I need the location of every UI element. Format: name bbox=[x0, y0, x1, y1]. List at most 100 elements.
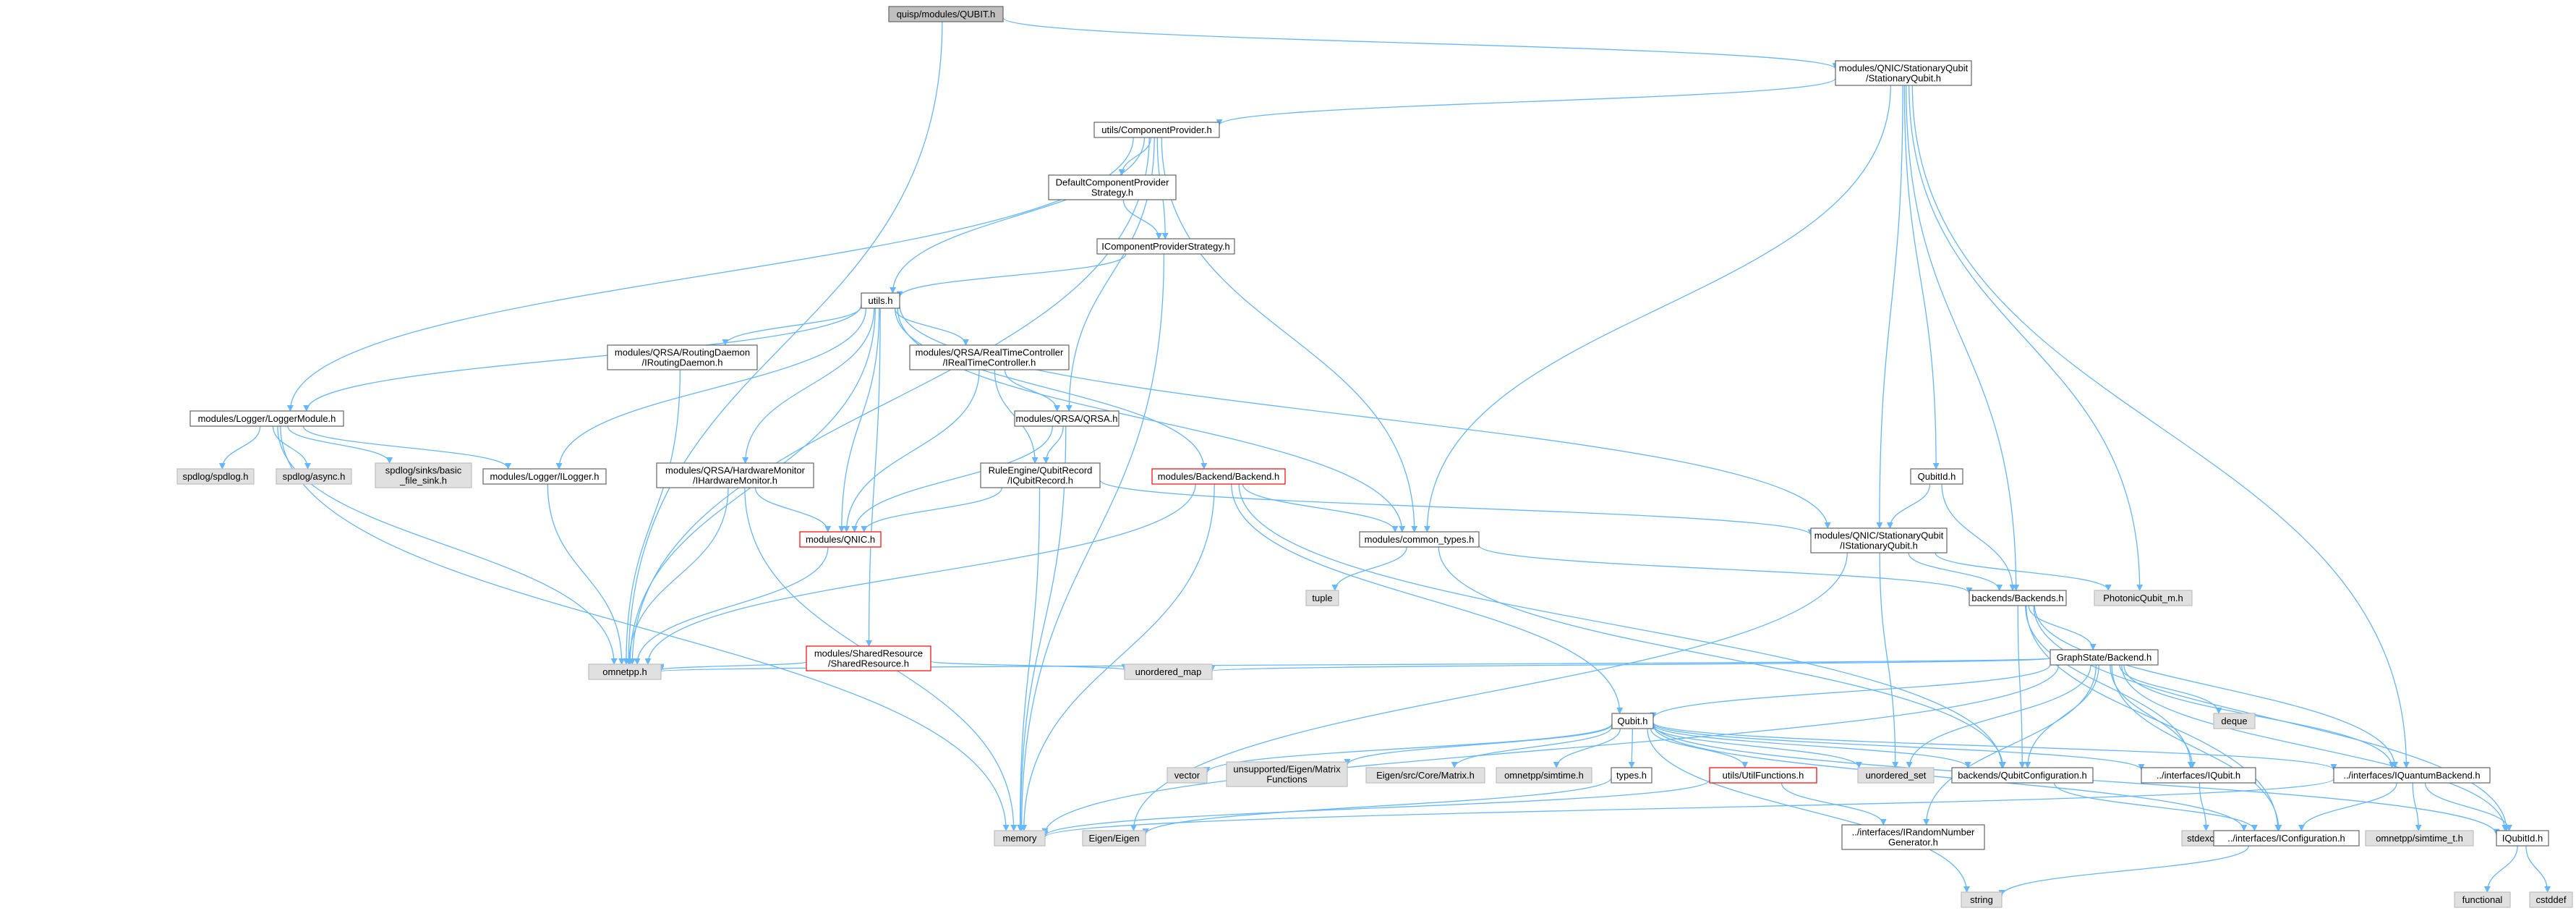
node-isq[interactable]: modules/QNIC/StationaryQubit/IStationary… bbox=[1810, 527, 1948, 554]
node-box bbox=[1359, 531, 1480, 548]
node-root[interactable]: quisp/modules/QUBIT.h bbox=[888, 6, 1004, 22]
node-umap[interactable]: unordered_map bbox=[1124, 663, 1213, 680]
node-label: Strategy.h bbox=[1091, 187, 1133, 198]
node-label: ../interfaces/IQuantumBackend.h bbox=[2343, 770, 2480, 781]
node-box bbox=[176, 468, 255, 485]
node-ilogger[interactable]: modules/Logger/ILogger.h bbox=[482, 468, 607, 485]
node-qubith[interactable]: Qubit.h bbox=[1611, 713, 1654, 729]
node-label: IQubitId.h bbox=[2502, 833, 2543, 844]
node-eigen[interactable]: Eigen/Eigen bbox=[1082, 830, 1146, 847]
node-lm[interactable]: modules/Logger/LoggerModule.h bbox=[189, 410, 344, 427]
node-box bbox=[1167, 767, 1208, 784]
node-box bbox=[1305, 590, 1339, 606]
node-hm[interactable]: modules/QRSA/HardwareMonitor/IHardwareMo… bbox=[656, 462, 814, 488]
edge-cp-to-dcps bbox=[1118, 137, 1152, 176]
node-label: QubitId.h bbox=[1918, 471, 1956, 482]
node-box bbox=[2365, 830, 2474, 847]
node-label: unsupported/Eigen/Matrix bbox=[1233, 764, 1341, 775]
node-qnic[interactable]: modules/QNIC.h bbox=[799, 531, 882, 548]
node-label: unordered_map bbox=[1135, 666, 1202, 677]
node-box bbox=[1096, 238, 1235, 255]
edge-lm-to-memory bbox=[280, 425, 1010, 831]
node-label: /StationaryQubit.h bbox=[1866, 73, 1941, 84]
node-layer: quisp/modules/QUBIT.h modules/QNIC/Statio… bbox=[176, 6, 2573, 908]
edge-uf-to-irng bbox=[1780, 782, 1887, 826]
node-eigencore[interactable]: Eigen/src/Core/Matrix.h bbox=[1365, 767, 1485, 784]
edge-sr-to-umap bbox=[930, 661, 1128, 671]
edge-utils-to-lm bbox=[303, 304, 862, 412]
edge-sq-to-qubitid bbox=[1903, 85, 1940, 470]
node-box bbox=[799, 531, 882, 548]
node-gsb[interactable]: GraphState/Backend.h bbox=[2050, 649, 2159, 666]
node-qrsa[interactable]: modules/QRSA/QRSA.h bbox=[1014, 410, 1119, 427]
node-rtc[interactable]: modules/QRSA/RealTimeController/IRealTim… bbox=[909, 344, 1070, 370]
node-simtime[interactable]: omnetpp/simtime.h bbox=[1496, 767, 1592, 784]
node-bqc[interactable]: backends/QubitConfiguration.h bbox=[1951, 767, 2094, 784]
node-icps[interactable]: IComponentProviderStrategy.h bbox=[1096, 238, 1235, 255]
node-uf[interactable]: utils/UtilFunctions.h bbox=[1709, 767, 1817, 784]
edge-utils-to-ilogger bbox=[555, 308, 867, 470]
edge-backend-to-memory bbox=[1020, 483, 1215, 831]
edge-isq-to-backends bbox=[1908, 552, 2003, 591]
edge-dcps-to-icps bbox=[1122, 199, 1162, 239]
node-qr[interactable]: RuleEngine/QubitRecord/IQubitRecord.h bbox=[980, 462, 1101, 488]
node-cstddef[interactable]: cstddef bbox=[2529, 891, 2573, 908]
node-iqubitid[interactable]: IQubitId.h bbox=[2496, 830, 2549, 847]
edge-root-to-omnetpp bbox=[625, 21, 943, 665]
node-backends[interactable]: backends/Backends.h bbox=[1969, 590, 2067, 606]
node-memory[interactable]: memory bbox=[994, 830, 1046, 847]
node-omnetpp[interactable]: omnetpp.h bbox=[588, 663, 662, 680]
node-utils[interactable]: utils.h bbox=[861, 292, 900, 309]
node-box bbox=[1611, 767, 1652, 784]
node-iconf[interactable]: ../interfaces/IConfiguration.h bbox=[2213, 830, 2360, 847]
edge-rd-to-omnetpp bbox=[623, 369, 681, 665]
edge-iqb-to-memory bbox=[1041, 778, 2334, 838]
edge-gsb-to-iqubitid bbox=[2121, 664, 2509, 831]
edge-utils-to-ct bbox=[897, 308, 1406, 533]
edge-root-to-sq bbox=[1002, 17, 1839, 70]
node-spbasic[interactable]: spdlog/sinks/basic_file_sink.h bbox=[375, 462, 472, 488]
edge-qr-to-isq bbox=[1099, 479, 1814, 536]
node-label: cstddef bbox=[2536, 894, 2567, 905]
node-uset[interactable]: unordered_set bbox=[1857, 767, 1935, 784]
node-functional[interactable]: functional bbox=[2454, 891, 2511, 908]
node-string[interactable]: string bbox=[1961, 891, 2003, 908]
node-ct[interactable]: modules/common_types.h bbox=[1359, 531, 1480, 548]
node-vector[interactable]: vector bbox=[1167, 767, 1208, 784]
edge-iqb-to-simtimet bbox=[2412, 782, 2422, 831]
node-cp[interactable]: utils/ComponentProvider.h bbox=[1093, 122, 1220, 138]
edge-qubitid-to-isq bbox=[1886, 483, 1931, 529]
node-label: unordered_set bbox=[1866, 770, 1927, 781]
node-label: string bbox=[1970, 894, 1993, 905]
node-qubitid[interactable]: QubitId.h bbox=[1910, 468, 1963, 485]
node-simtimet[interactable]: omnetpp/simtime_t.h bbox=[2365, 830, 2474, 847]
edge-ct-to-tuple bbox=[1331, 546, 1407, 591]
node-box bbox=[1841, 824, 1985, 850]
edge-utils-to-qnic bbox=[838, 308, 880, 533]
node-label: modules/QRSA/RealTimeController bbox=[916, 347, 1064, 358]
node-box bbox=[2050, 649, 2159, 666]
edge-cp-to-ct bbox=[1161, 137, 1418, 533]
node-backend[interactable]: modules/Backend/Backend.h bbox=[1151, 468, 1286, 485]
edge-iqb-to-iconf bbox=[2298, 782, 2397, 831]
node-spasync[interactable]: spdlog/async.h bbox=[276, 468, 352, 485]
node-sq[interactable]: modules/QNIC/StationaryQubit/StationaryQ… bbox=[1835, 60, 1972, 86]
edge-lm-to-spdlog bbox=[218, 425, 261, 470]
edge-gsb-to-irng bbox=[1923, 664, 2097, 826]
node-rd[interactable]: modules/QRSA/RoutingDaemon/IRoutingDaemo… bbox=[607, 344, 758, 370]
node-photonic[interactable]: PhotonicQubit_m.h bbox=[2094, 590, 2193, 606]
node-deque[interactable]: deque bbox=[2213, 713, 2256, 729]
edge-gsb-to-bqc bbox=[2024, 664, 2099, 768]
node-types[interactable]: types.h bbox=[1611, 767, 1652, 784]
node-label: types.h bbox=[1616, 770, 1647, 781]
node-spdlog[interactable]: spdlog/spdlog.h bbox=[176, 468, 255, 485]
node-iqubit[interactable]: ../interfaces/IQubit.h bbox=[2141, 767, 2256, 784]
node-sr[interactable]: modules/SharedResource/SharedResource.h bbox=[806, 645, 931, 671]
node-tuple[interactable]: tuple bbox=[1305, 590, 1339, 606]
edge-gsb-to-iqubit bbox=[2110, 664, 2196, 768]
node-box bbox=[2213, 830, 2360, 847]
node-iqb[interactable]: ../interfaces/IQuantumBackend.h bbox=[2333, 767, 2491, 784]
